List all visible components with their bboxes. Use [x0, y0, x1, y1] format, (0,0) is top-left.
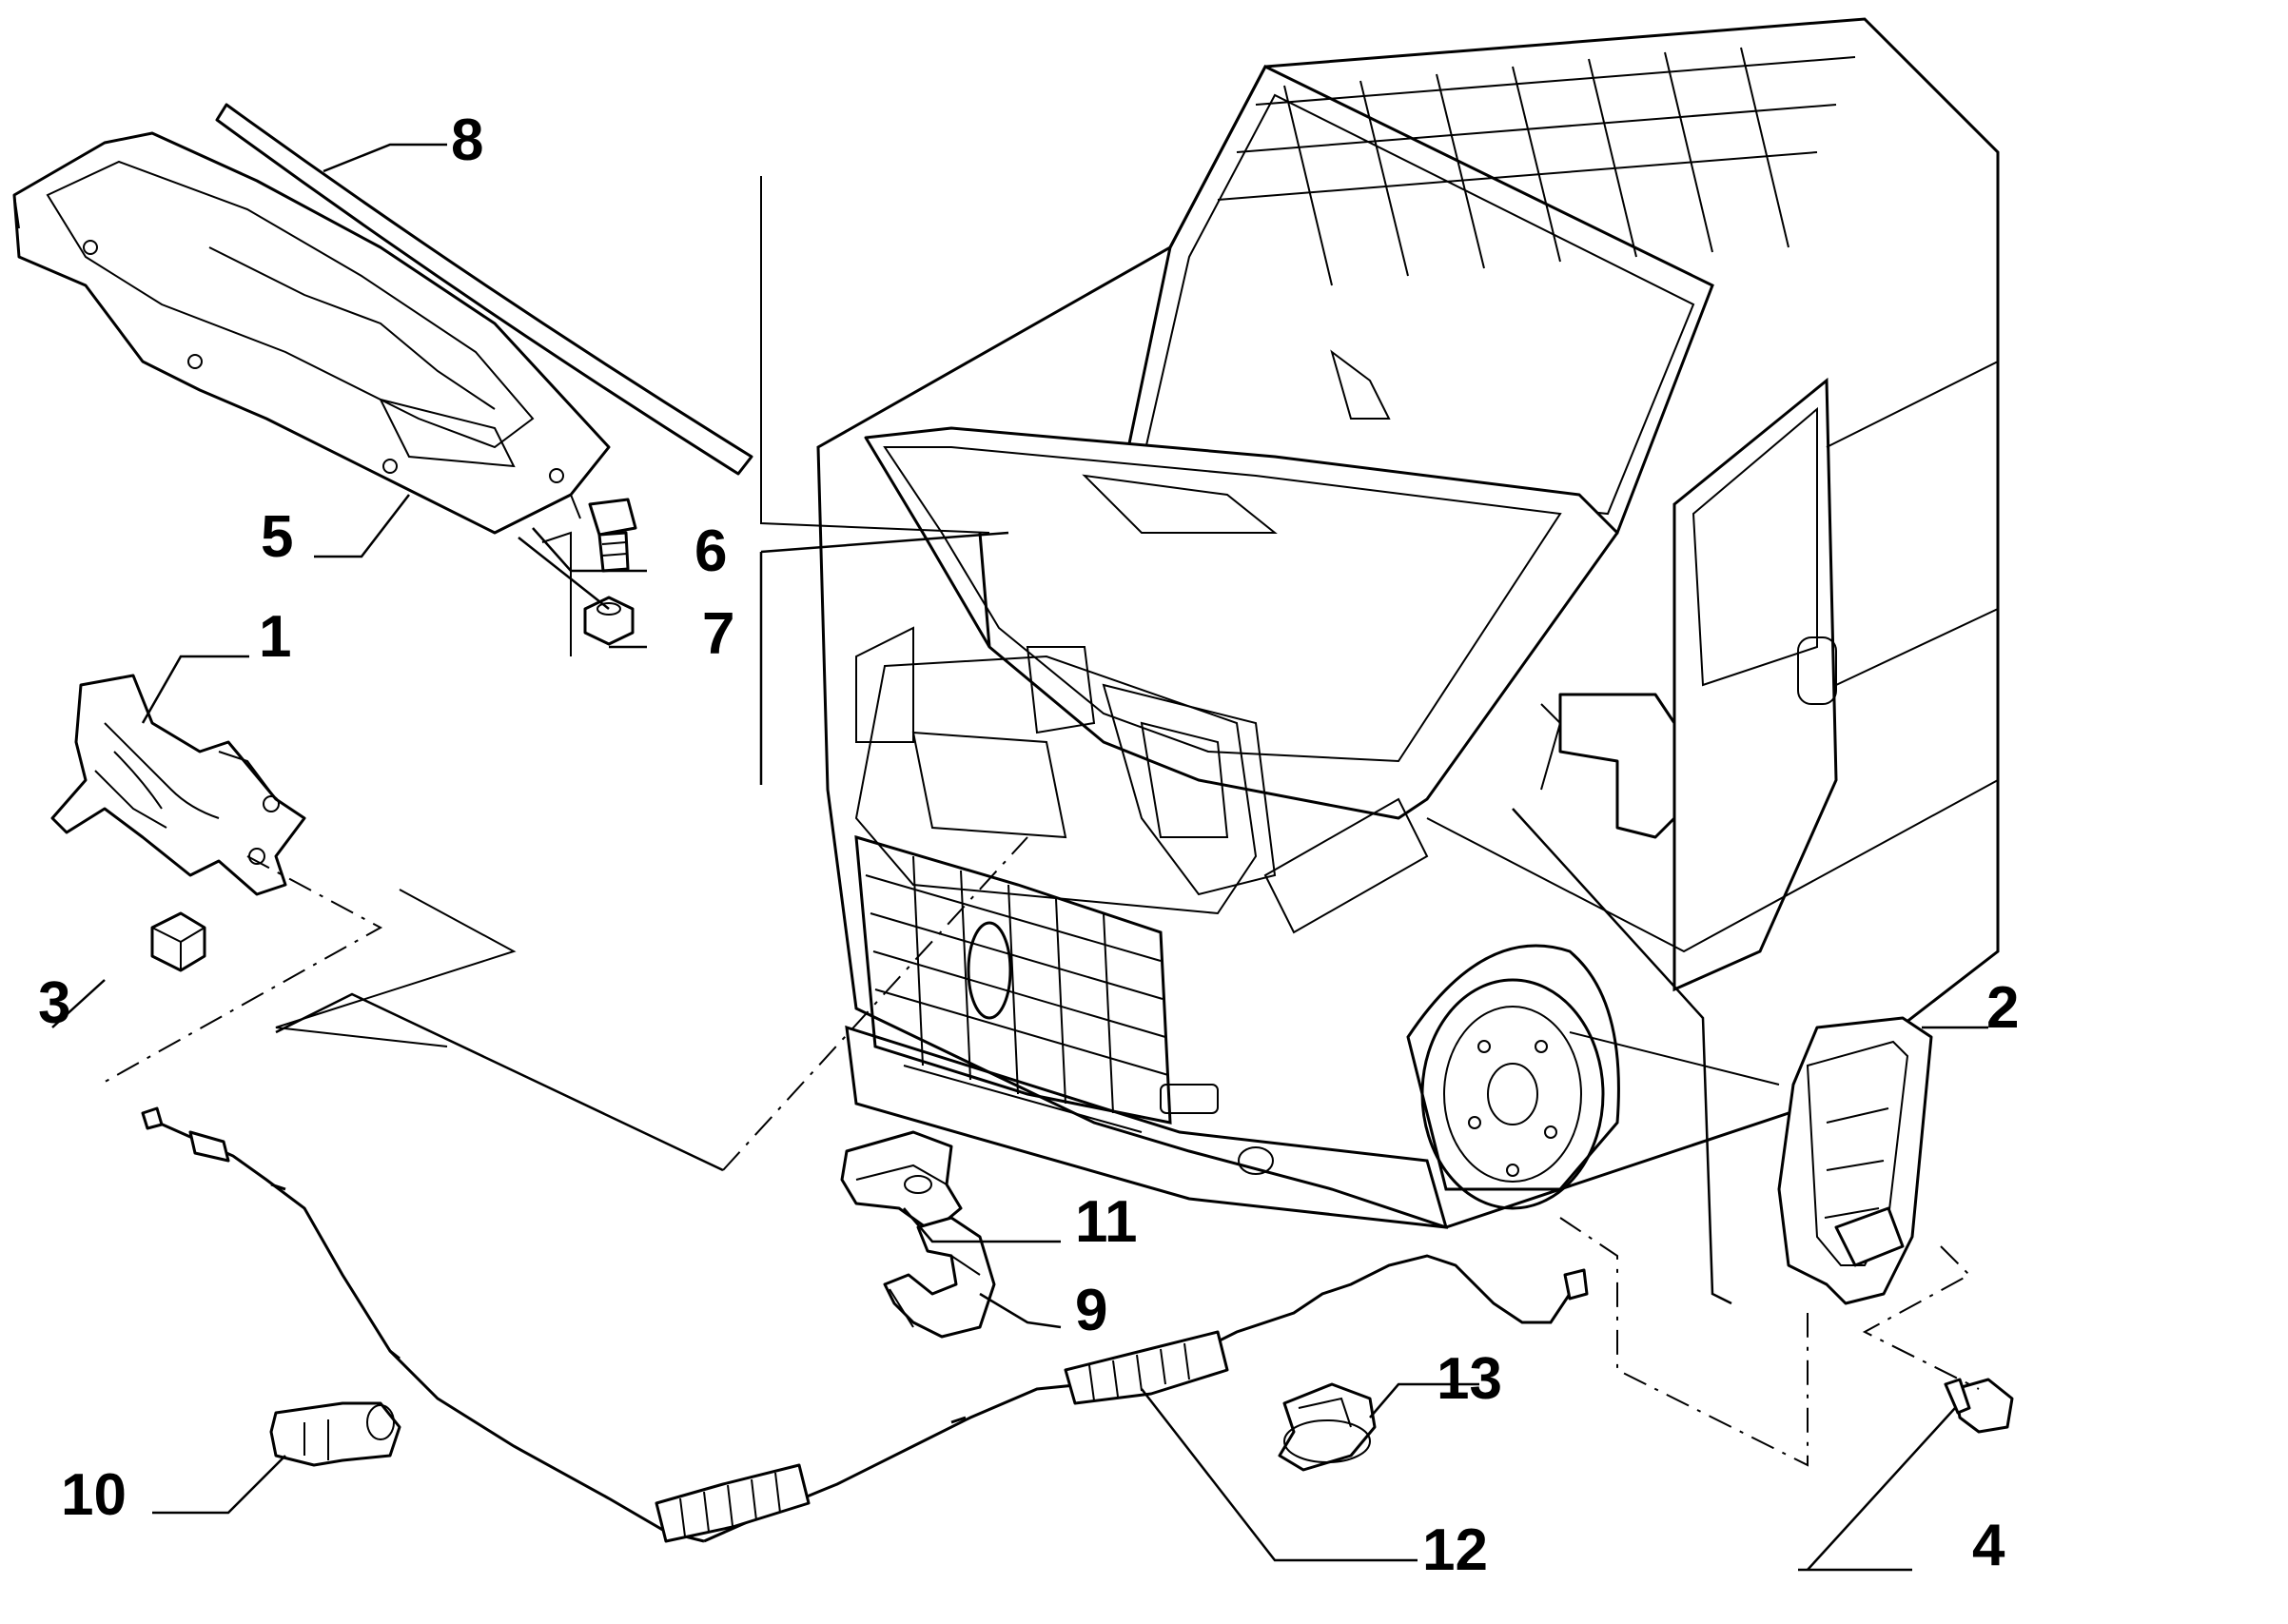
callout-11: 11	[1075, 1189, 1138, 1255]
leader-lines	[51, 143, 1988, 1572]
part-8-weatherstrip	[215, 103, 753, 476]
part-12-release-cable	[141, 1106, 1589, 1543]
callout-1: 1	[259, 604, 291, 670]
part-6-bolt	[588, 498, 637, 573]
part-2-release-handle	[1777, 1016, 1933, 1305]
part-9-bracket	[883, 1216, 996, 1339]
callout-8: 8	[451, 108, 483, 173]
callout-9: 9	[1075, 1278, 1107, 1343]
part-13-clip	[1278, 1382, 1377, 1472]
part-10-clip	[269, 1401, 401, 1467]
reference-lines	[99, 176, 1980, 1467]
callout-numbers: 1 2 3 4 5 6 7 8 9 10 11 12 13	[38, 108, 2019, 1583]
callout-12: 12	[1422, 1517, 1488, 1583]
callout-7: 7	[702, 601, 734, 667]
callout-4: 4	[1972, 1513, 2005, 1578]
part-5-cowl-panel	[12, 131, 611, 535]
van-illustration	[816, 17, 2000, 1229]
callout-3: 3	[38, 970, 70, 1036]
part-1-hood-latch	[50, 674, 306, 896]
callout-13: 13	[1437, 1346, 1502, 1412]
callout-6: 6	[694, 519, 727, 584]
part-11-cable-clip	[840, 1130, 963, 1234]
callout-5: 5	[261, 504, 293, 570]
part-3-nut	[150, 911, 206, 972]
part-4-screw	[1944, 1378, 2014, 1434]
callout-10: 10	[61, 1462, 127, 1528]
callout-2: 2	[1986, 975, 2019, 1041]
part-7-nut	[583, 596, 635, 646]
